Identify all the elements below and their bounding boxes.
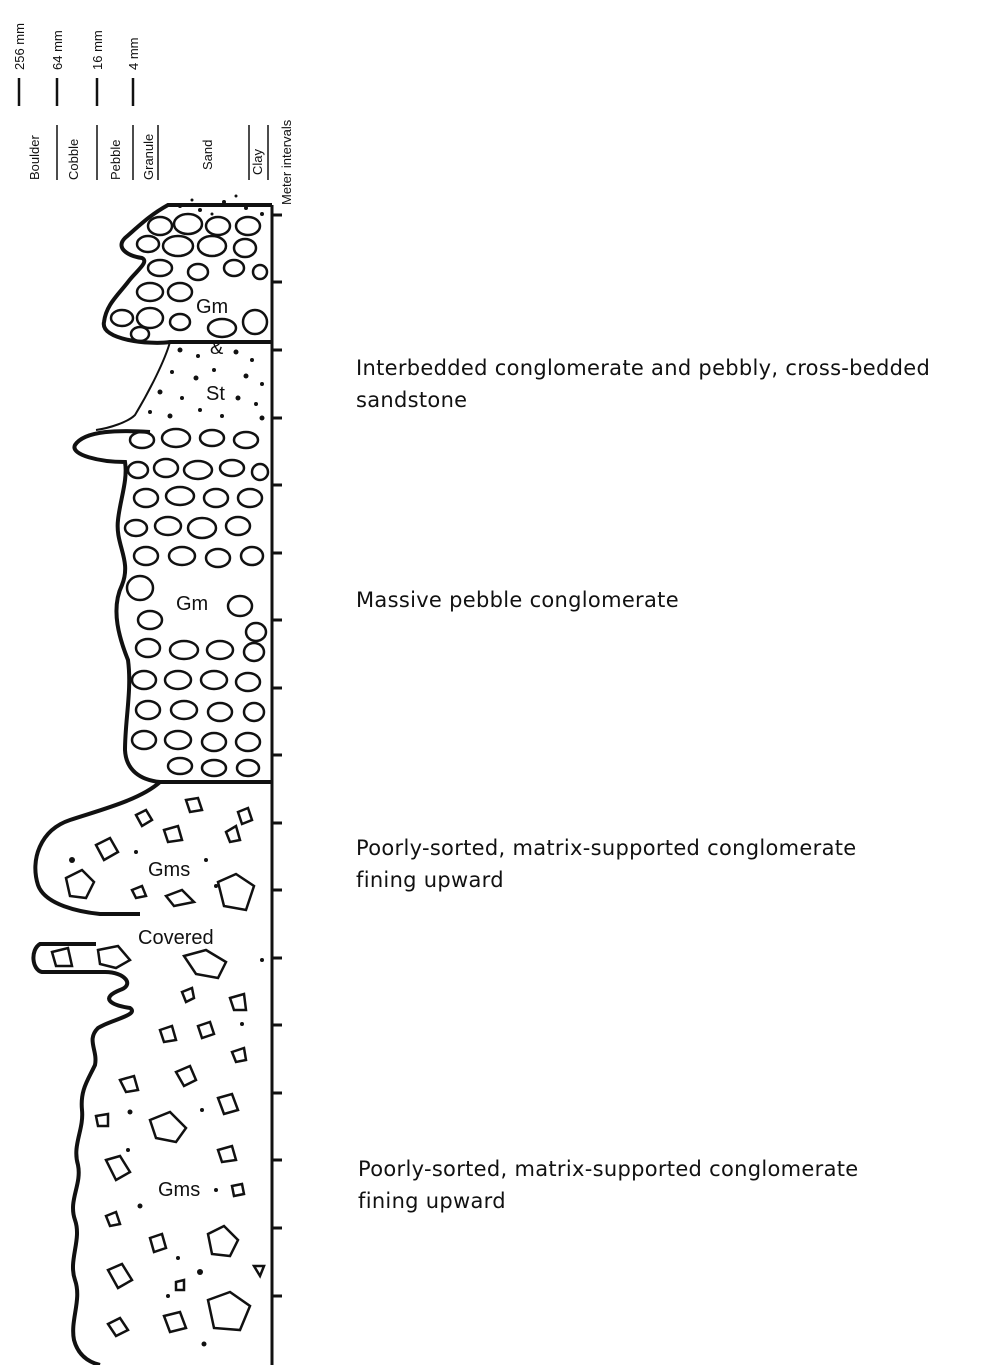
- class-boulder: Boulder: [27, 135, 42, 180]
- class-pebble: Pebble: [108, 140, 123, 180]
- description-interbedded: Interbedded conglomerate and pebbly, cro…: [356, 352, 930, 416]
- st-unit: [96, 342, 170, 430]
- facies-covered: Covered: [138, 927, 214, 949]
- facies-gms-lower: Gms: [158, 1179, 200, 1201]
- lower-gms-unit: [33, 944, 132, 1365]
- class-sand: Sand: [200, 140, 215, 170]
- dots-lower-gms: [126, 958, 264, 1347]
- description-poorly-sorted-lower: Poorly-sorted, matrix-supported conglome…: [358, 1153, 859, 1217]
- clasts-upper-gms: [66, 798, 254, 910]
- boundary-4mm: 4 mm: [126, 38, 141, 71]
- boundary-16mm: 16 mm: [90, 30, 105, 70]
- description-line: Poorly-sorted, matrix-supported conglome…: [356, 832, 857, 864]
- facies-gms-upper: Gms: [148, 859, 190, 881]
- description-poorly-sorted-upper: Poorly-sorted, matrix-supported conglome…: [356, 832, 857, 896]
- class-cobble: Cobble: [66, 139, 81, 180]
- clasts-upper-gm: [111, 214, 267, 341]
- facies-gm-middle: Gm: [176, 593, 208, 615]
- description-line: sandstone: [356, 384, 930, 416]
- facies-gm-upper: Gm: [196, 296, 228, 318]
- clasts-lower-gms: [52, 946, 264, 1336]
- class-clay: Clay: [250, 148, 265, 175]
- class-separators: [57, 125, 268, 180]
- description-line: fining upward: [358, 1185, 859, 1217]
- description-line: Interbedded conglomerate and pebbly, cro…: [356, 352, 930, 384]
- description-massive: Massive pebble conglomerate: [356, 584, 679, 616]
- dots-upper-gms: [69, 850, 218, 888]
- description-line: Poorly-sorted, matrix-supported conglome…: [358, 1153, 859, 1185]
- facies-amp: &: [210, 337, 224, 359]
- boundary-256mm: 256 mm: [12, 23, 27, 70]
- axis-label-meter-intervals: Meter intervals: [279, 119, 294, 205]
- description-line: fining upward: [356, 864, 857, 896]
- meter-axis: [272, 205, 282, 1365]
- description-line: Massive pebble conglomerate: [356, 584, 679, 616]
- middle-gm-unit: [74, 431, 272, 782]
- class-granule: Granule: [141, 134, 156, 180]
- grain-size-boundaries: [19, 78, 133, 106]
- facies-st: St: [206, 383, 225, 405]
- boundary-64mm: 64 mm: [50, 30, 65, 70]
